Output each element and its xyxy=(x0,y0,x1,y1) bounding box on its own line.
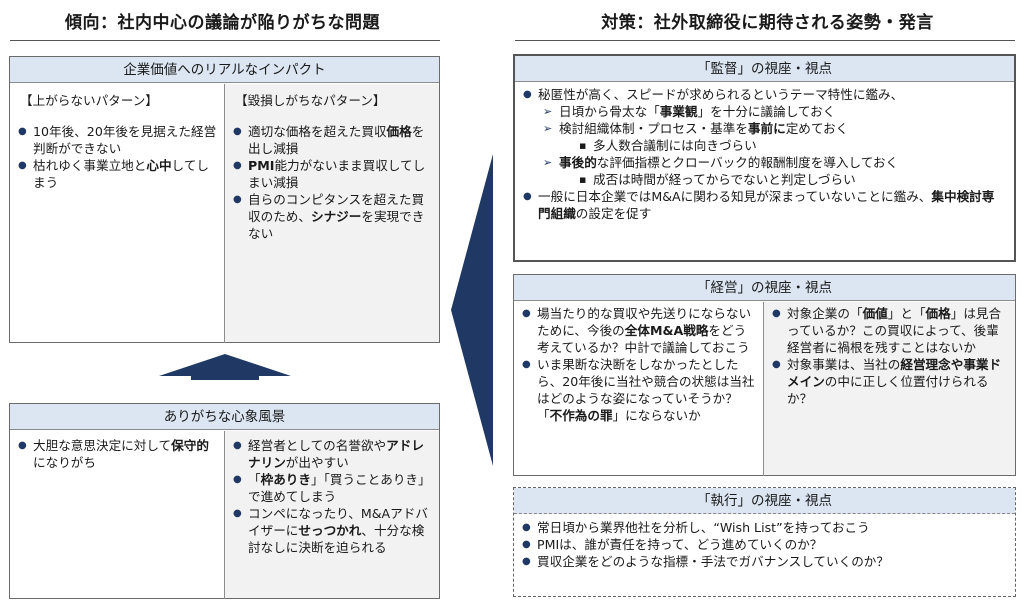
impact-panel-title: 企業価値へのリアルなインパクト xyxy=(10,57,439,83)
mindset-right-column: 経営者としての名誉欲やアドレナリンが出やすい 「枠ありき」「買うことありき」で進… xyxy=(225,431,439,598)
list-item: 検討組織体制・プロセス・基準を事前に定めておく xyxy=(523,120,1006,137)
supervision-panel-title: 「監督」の視座・視点 xyxy=(515,56,1014,82)
list-item: 枯れゆく事業立地と心中してしまう xyxy=(18,157,218,191)
list-item: 日頃から骨太な「事業観」を十分に議論しておく xyxy=(523,103,1006,120)
mindset-divider xyxy=(224,431,225,599)
execution-panel: 「執行」の視座・視点 常日頃から業界他社を分析し、“Wish List”を持って… xyxy=(513,487,1016,597)
list-item: 秘匿性が高く、スピードが求められるというテーマ特性に鑑み、 xyxy=(523,86,1006,103)
management-divider xyxy=(763,302,764,476)
left-heading-rule xyxy=(10,40,440,41)
mindset-panel: ありがちな心象風景 大胆な意思決定に対して保守的になりがち 経営者としての名誉欲… xyxy=(9,403,440,599)
list-item: 成否は時間が経ってからでないと判定しづらい xyxy=(523,171,1006,188)
list-item: 一般に日本企業ではM&Aに関わる知見が深まっていないことに鑑み、集中検討専門組織… xyxy=(523,188,1006,222)
right-heading: 対策：社外取締役に期待される姿勢・発言 xyxy=(601,13,934,33)
list-item: 事後的な評価指標とクローバック的報酬制度を導入しておく xyxy=(523,154,1006,171)
list-item: 常日頃から業界他社を分析し、“Wish List”を持っておこう xyxy=(522,519,1007,536)
list-item: 対象企業の「価値」と「価格」は見合っているか？この買収によって、後輩経営者に禍根… xyxy=(772,305,1009,356)
management-panel-title: 「経営」の視座・視点 xyxy=(514,275,1015,301)
left-heading: 傾向：社内中心の議論が陥りがちな問題 xyxy=(65,13,380,33)
management-panel: 「経営」の視座・視点 場当たり的な買収や先送りにならないために、今後の全体M&A… xyxy=(513,274,1016,476)
list-item: 場当たり的な買収や先送りにならないために、今後の全体M&A戦略をどう考えているか… xyxy=(522,305,757,356)
list-item: いま果断な決断をしなかったとしたら、20年後に当社や競合の状態は当社はどのような… xyxy=(522,356,757,424)
left-arrow-icon xyxy=(451,154,493,466)
damage-title: 【毀損しがちなパターン】 xyxy=(235,93,386,108)
mindset-left-column: 大胆な意思決定に対して保守的になりがち xyxy=(10,431,224,598)
impact-panel: 企業価値へのリアルなインパクト 【上がらないパターン】 10年後、20年後を見据… xyxy=(9,56,440,343)
up-arrow-icon xyxy=(159,354,291,380)
list-item: コンペになったり、M&Aアドバイザーにせっつかれ、十分な検討なしに決断を迫られる xyxy=(233,505,433,556)
execution-panel-title: 「執行」の視座・視点 xyxy=(514,488,1015,514)
no-rise-column: 【上がらないパターン】 10年後、20年後を見据えた経営判断ができない 枯れゆく… xyxy=(10,84,224,342)
list-item: 買収企業をどのような指標・手法でガバナンスしていくのか？ xyxy=(522,553,1007,570)
list-item: 「枠ありき」「買うことありき」で進めてしまう xyxy=(233,471,433,505)
impact-divider xyxy=(224,84,225,343)
management-right-column: 対象企業の「価値」と「価格」は見合っているか？この買収によって、後輩経営者に禍根… xyxy=(764,302,1015,475)
list-item: PMIは、誰が責任を持って、どう進めていくのか？ xyxy=(522,536,1007,553)
list-item: 10年後、20年後を見据えた経営判断ができない xyxy=(18,123,218,157)
list-item: PMI能力がないまま買収してしまい減損 xyxy=(233,157,433,191)
supervision-panel: 「監督」の視座・視点 秘匿性が高く、スピードが求められるというテーマ特性に鑑み、… xyxy=(513,54,1016,262)
mindset-panel-title: ありがちな心象風景 xyxy=(10,404,439,430)
list-item: 適切な価格を超えた買収価格を出し減損 xyxy=(233,123,433,157)
list-item: 多人数合議制には向きづらい xyxy=(523,137,1006,154)
management-left-column: 場当たり的な買収や先送りにならないために、今後の全体M&A戦略をどう考えているか… xyxy=(514,302,763,475)
list-item: 対象事業は、当社の経営理念や事業ドメインの中に正しく位置付けられるか？ xyxy=(772,356,1009,407)
list-item: 自らのコンピタンスを超えた買収のため、シナジーを実現できない xyxy=(233,191,433,242)
list-item: 大胆な意思決定に対して保守的になりがち xyxy=(18,437,218,471)
no-rise-title: 【上がらないパターン】 xyxy=(20,93,158,108)
list-item: 経営者としての名誉欲やアドレナリンが出やすい xyxy=(233,437,433,471)
right-heading-rule xyxy=(515,40,1015,41)
damage-column: 【毀損しがちなパターン】 適切な価格を超えた買収価格を出し減損 PMI能力がない… xyxy=(225,84,439,342)
